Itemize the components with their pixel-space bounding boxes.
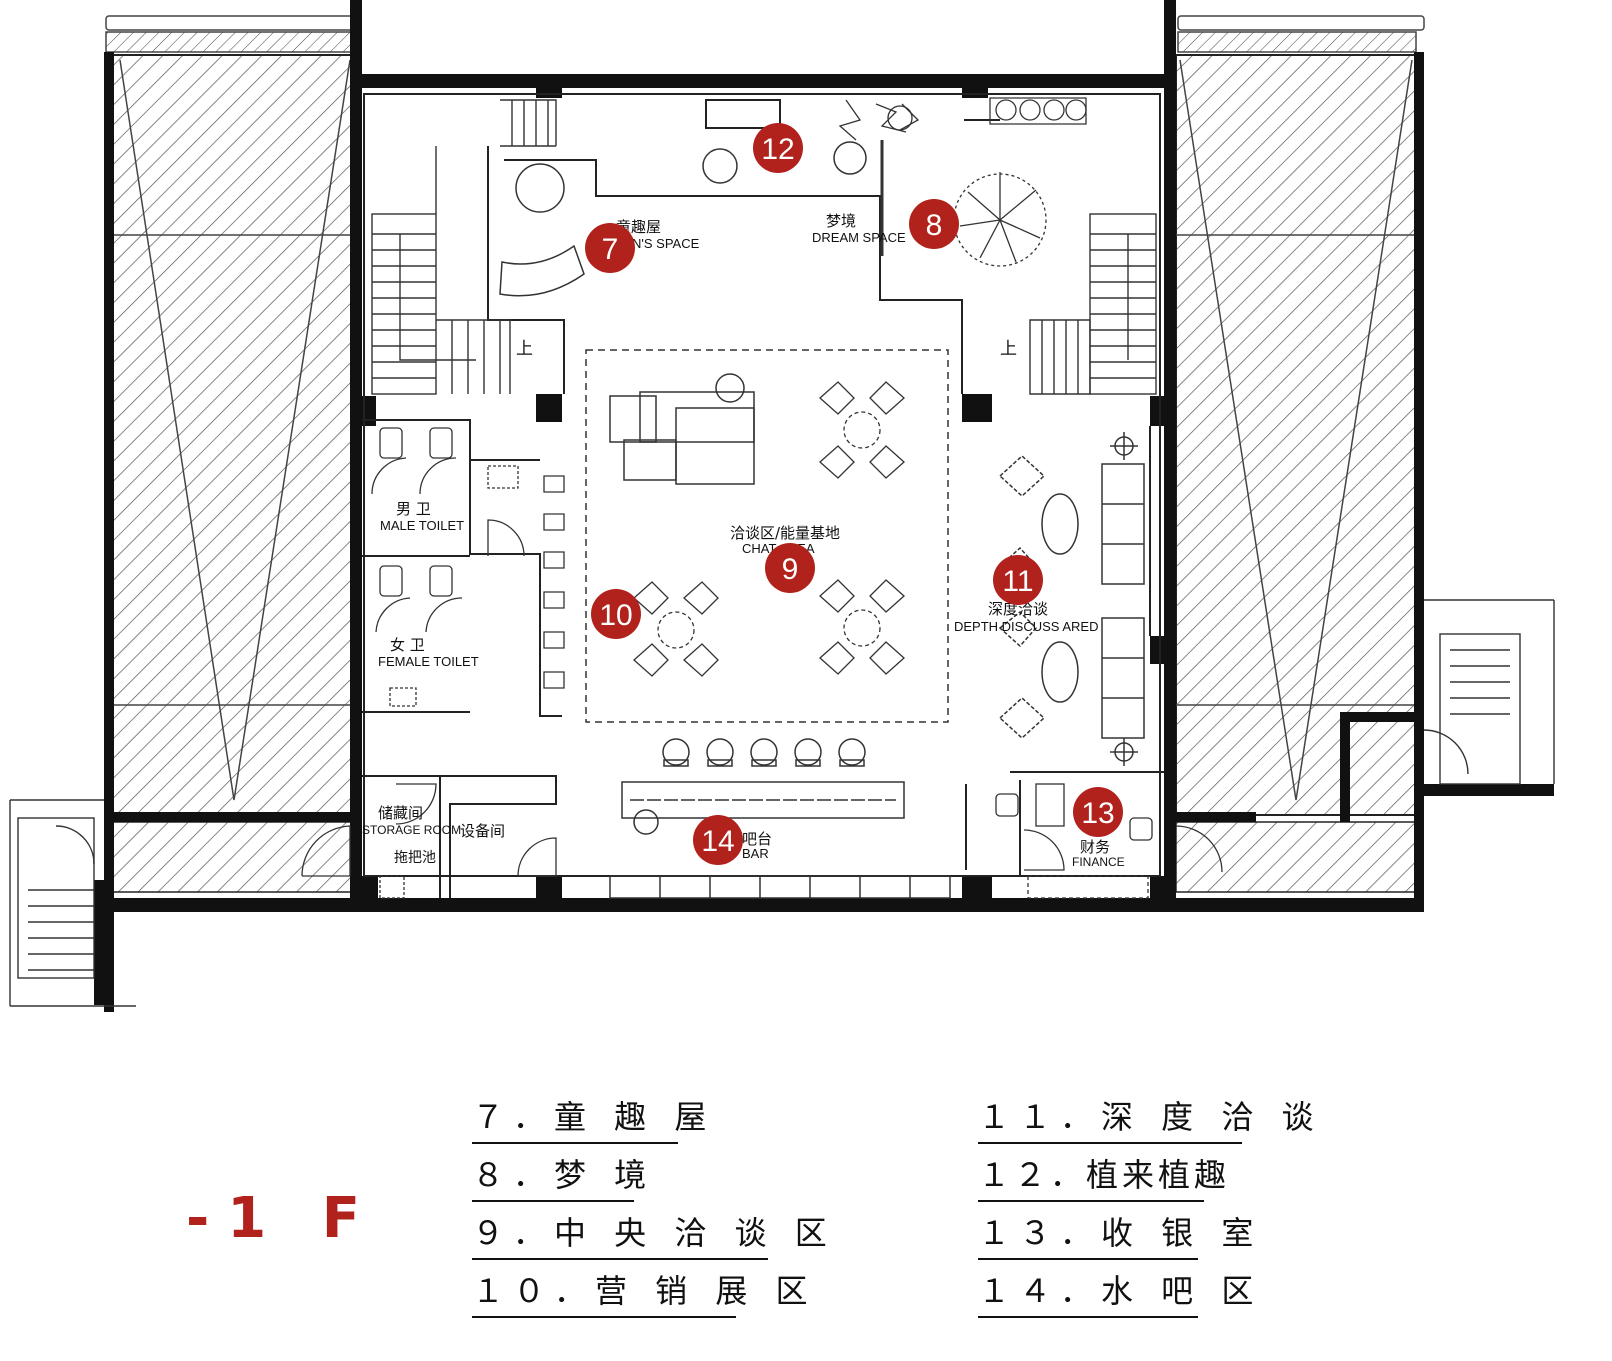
legend-item-14: １４．水 吧 区	[978, 1266, 1262, 1318]
marker-7: 7	[585, 223, 635, 273]
stairs-outer-right	[1423, 599, 1555, 785]
stairs-left	[371, 99, 557, 395]
depth-discuss-furniture	[998, 432, 1145, 766]
label-bar-en: BAR	[742, 846, 769, 861]
label-finance-en: FINANCE	[1072, 855, 1125, 869]
label-mop-pool: 拖把池	[394, 850, 436, 866]
svg-text:11: 11	[1002, 565, 1033, 598]
marker-14: 14	[693, 815, 743, 865]
marker-8: 8	[909, 199, 959, 249]
label-female-toilet-zh: 女 卫	[390, 636, 425, 654]
label-male-toilet-en: MALE TOILET	[380, 518, 464, 533]
svg-text:8: 8	[926, 209, 943, 242]
marker-10: 10	[591, 589, 641, 639]
label-equipment-room: 设备间	[460, 822, 505, 840]
kids-space-furniture	[499, 140, 884, 297]
stairs-outer-left	[9, 799, 136, 1007]
bar-counter	[609, 781, 951, 899]
outer-walls	[94, 0, 1554, 1012]
toilet-fixtures	[371, 427, 565, 707]
label-stairs-up-right: 上	[1000, 339, 1017, 359]
legend-item-10: １０．营 销 展 区	[472, 1266, 817, 1318]
label-female-toilet-en: FEMALE TOILET	[378, 654, 479, 669]
svg-text:13: 13	[1081, 797, 1114, 830]
svg-text:12: 12	[761, 133, 794, 166]
stairs-right	[1029, 213, 1157, 395]
label-finance-zh: 财务	[1080, 838, 1110, 856]
floor-plan: 童趣屋 N'S SPACE 梦境 DREAM SPACE 洽谈区/能量基地 CH…	[9, 0, 1555, 1012]
table-set-3	[819, 579, 905, 675]
marker-13: 13	[1073, 787, 1123, 837]
label-depth-discuss-zh: 深度洽谈	[988, 600, 1048, 618]
room-labels: 童趣屋 N'S SPACE 梦境 DREAM SPACE 洽谈区/能量基地 CH…	[362, 212, 1125, 869]
marker-12: 12	[753, 123, 803, 173]
svg-text:9: 9	[782, 553, 799, 586]
bar-stools	[662, 738, 866, 767]
interior-walls	[362, 93, 1164, 898]
svg-text:7: 7	[602, 233, 619, 266]
doors	[301, 783, 1223, 899]
chat-area-zone	[585, 349, 949, 723]
legend-item-9: ９．中 央 洽 谈 区	[472, 1208, 836, 1260]
label-storage-room-zh: 储藏间	[378, 804, 423, 822]
table-set-2	[633, 581, 719, 677]
sofa-set	[609, 373, 755, 485]
table-set-1	[819, 381, 905, 479]
legend-item-12: １２．植来植趣	[978, 1150, 1230, 1202]
label-kids-space-en: N'S SPACE	[632, 236, 700, 251]
label-dream-space-zh: 梦境	[826, 212, 856, 230]
right-hatched-zone	[1175, 15, 1425, 893]
left-hatched-zone	[105, 15, 357, 893]
legend-item-7: ７．童 趣 屋	[472, 1092, 715, 1144]
legend-item-11: １１．深 度 洽 谈	[978, 1092, 1323, 1144]
label-depth-discuss-en: DEPTH DISCUSS ARED	[954, 619, 1098, 634]
label-dream-space-en: DREAM SPACE	[812, 230, 906, 245]
svg-text:10: 10	[599, 599, 632, 632]
label-storage-room-en: STORAGE ROOM	[362, 823, 461, 837]
legend-item-13: １３．收 银 室	[978, 1208, 1262, 1260]
marker-9: 9	[765, 543, 815, 593]
floor-label: -1 F	[186, 1186, 378, 1251]
label-stairs-up-left: 上	[516, 339, 533, 359]
label-male-toilet-zh: 男 卫	[396, 500, 431, 518]
marker-11: 11	[993, 555, 1043, 605]
label-chat-area-zh: 洽谈区/能量基地	[730, 524, 840, 542]
svg-text:14: 14	[701, 825, 734, 858]
legend-item-8: ８．梦 境	[472, 1150, 655, 1202]
label-bar-zh: 吧台	[742, 830, 772, 848]
